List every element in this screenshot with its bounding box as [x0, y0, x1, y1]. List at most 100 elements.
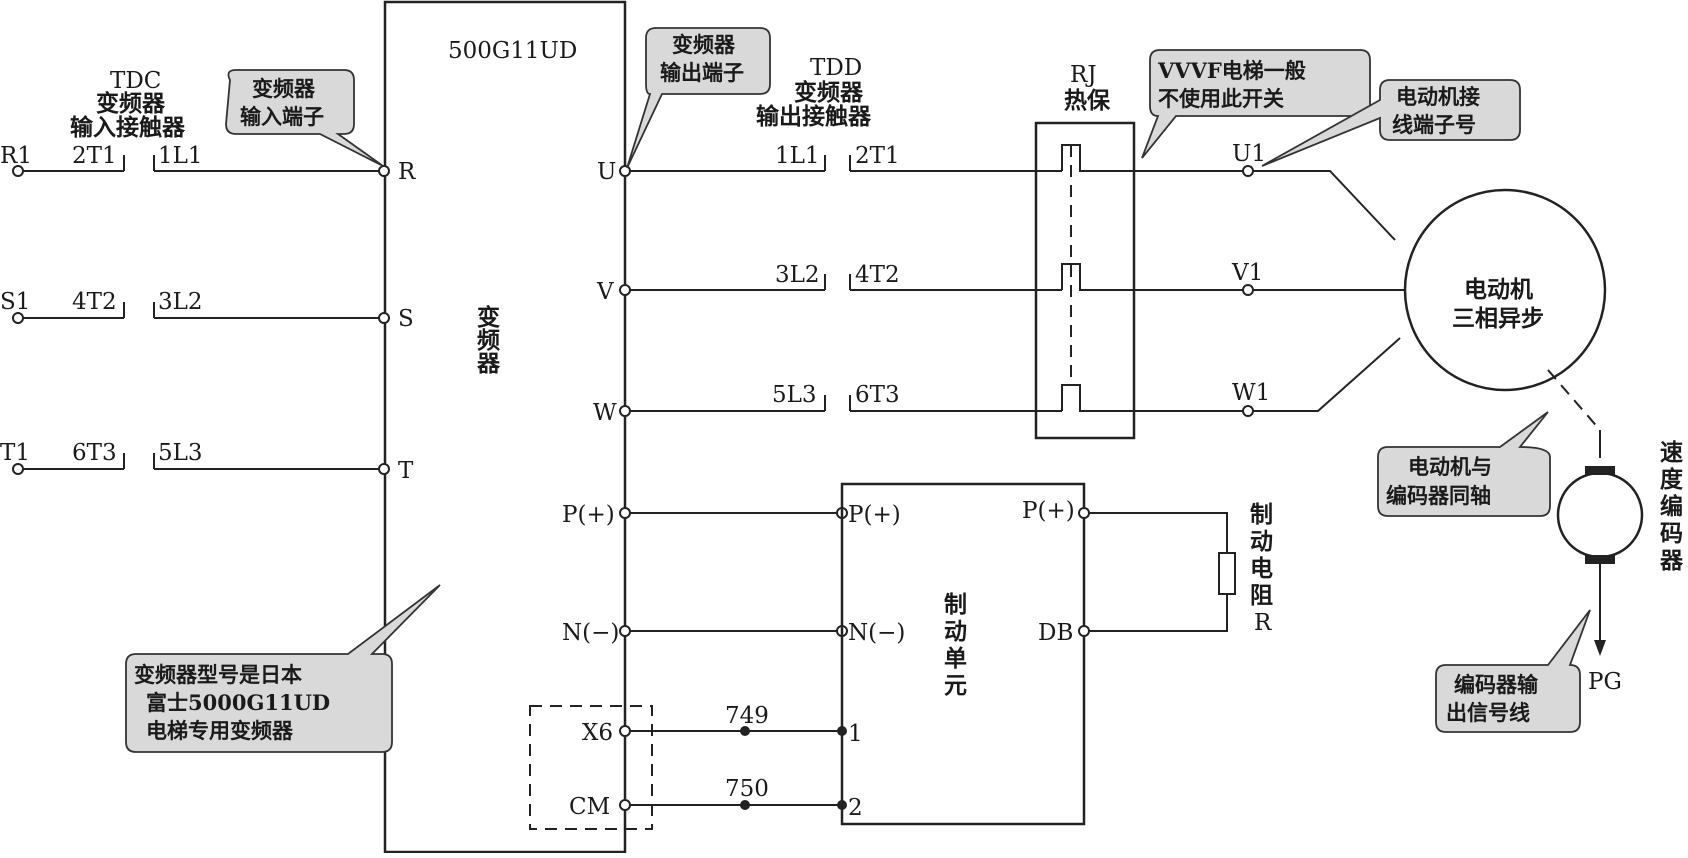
encoder-top-cap — [1585, 466, 1615, 475]
callout-motor-terminal: 电动机接 线端子号 — [1261, 79, 1521, 167]
terminal-w1 — [1242, 405, 1254, 417]
svg-text:元: 元 — [944, 672, 967, 699]
encoder-name: 速 度 编 码 器 — [1659, 439, 1684, 574]
brake-unit-out-p: P(+) — [1022, 498, 1075, 524]
brake-resistor — [1218, 552, 1236, 595]
brake-unit-in-2: 2 — [848, 795, 863, 821]
svg-text:度: 度 — [1660, 466, 1684, 493]
input-contactor-title-1: TDC — [110, 68, 161, 94]
input-source-t1: T1 — [0, 440, 30, 466]
motor-name-1: 电动机 — [1464, 276, 1533, 303]
output-contactor-title-2: 变频器 — [794, 79, 864, 106]
inverter-terminal-p: P(+) — [562, 502, 615, 528]
terminal-v1 — [1242, 284, 1254, 296]
svg-text:制: 制 — [1250, 501, 1273, 528]
output-contactor-v-left: 3L2 — [775, 262, 820, 288]
inverter-terminal-cm: CM — [569, 794, 610, 820]
svg-text:不使用此开关: 不使用此开关 — [1158, 86, 1284, 111]
encoder-output-label: PG — [1588, 669, 1622, 695]
input-contactor-r-right: 1L1 — [158, 143, 203, 169]
svg-text:变频器: 变频器 — [672, 32, 736, 57]
input-contactor-title-3: 输入接触器 — [70, 114, 186, 141]
encoder-circle — [1556, 471, 1644, 559]
terminal-u — [619, 165, 631, 177]
svg-text:变频器型号是日本: 变频器型号是日本 — [134, 662, 302, 687]
inverter-terminal-w: W — [593, 400, 617, 426]
callout-output-terminal: 变频器 输出端子 — [626, 27, 771, 169]
brake-resistor-circuit — [1078, 507, 1236, 637]
input-source-s1: S1 — [0, 289, 30, 315]
motor-circle — [1403, 188, 1607, 392]
motor-terminal-w1: W1 — [1232, 380, 1270, 406]
inverter-terminal-r: R — [398, 159, 416, 185]
svg-text:编: 编 — [1660, 493, 1683, 520]
svg-text:器: 器 — [1659, 547, 1684, 574]
terminal-r1 — [12, 165, 24, 177]
brake-resistor-name: 制 动 电 阻 R — [1250, 501, 1273, 636]
dc-bus-n-line — [619, 625, 848, 637]
terminal-u1 — [1242, 165, 1254, 177]
output-contactor-w-right: 6T3 — [855, 382, 900, 408]
output-contactor-u-left: 1L1 — [775, 143, 820, 169]
input-line-r — [12, 155, 390, 177]
terminal-s1 — [12, 312, 24, 324]
inverter-terminal-n: N(−) — [562, 620, 619, 646]
output-contactor-v-right: 4T2 — [855, 262, 900, 288]
svg-text:R: R — [1254, 610, 1272, 636]
input-line-t — [12, 453, 390, 475]
output-contactor-title-3: 输出接触器 — [756, 103, 872, 130]
input-contactor-s-left: 4T2 — [72, 289, 117, 315]
brake-unit-out-db: DB — [1038, 620, 1073, 646]
thermal-relay-title-1: RJ — [1070, 62, 1097, 88]
brake-unit-box — [840, 482, 1086, 826]
inverter-model-label: 500G11UD — [448, 38, 577, 64]
inverter-terminal-s: S — [398, 306, 414, 332]
svg-text:输入端子: 输入端子 — [240, 104, 324, 129]
svg-text:阻: 阻 — [1250, 582, 1273, 609]
motor-name-2: 三相异步 — [1452, 305, 1544, 332]
inverter-terminal-v: V — [596, 279, 614, 305]
svg-text:码: 码 — [1660, 520, 1683, 547]
output-contactor-u-right: 2T1 — [855, 143, 900, 169]
input-line-s — [12, 302, 390, 324]
brake-unit-in-1: 1 — [848, 721, 863, 747]
motor-terminal-v1: V1 — [1231, 260, 1263, 286]
svg-text:动: 动 — [944, 618, 967, 645]
svg-text:富士5000G11UD: 富士5000G11UD — [146, 690, 330, 715]
svg-text:动: 动 — [1250, 528, 1273, 555]
input-contactor-s-right: 3L2 — [158, 289, 203, 315]
svg-text:线端子号: 线端子号 — [1392, 112, 1476, 137]
wire-number-749: 749 — [725, 703, 769, 729]
svg-text:出信号线: 出信号线 — [1446, 700, 1530, 725]
brake-unit-name: 制 动 单 元 — [944, 591, 967, 699]
svg-text:电动机与: 电动机与 — [1408, 454, 1492, 479]
output-line-w — [619, 337, 1401, 417]
svg-text:电梯专用变频器: 电梯专用变频器 — [146, 718, 294, 743]
inverter-box — [383, 0, 627, 854]
terminal-r — [378, 165, 390, 177]
inverter-terminal-x6: X6 — [582, 720, 613, 746]
callout-encoder-signal: 编码器输 出信号线 — [1435, 609, 1591, 733]
dc-bus-p-line — [619, 507, 848, 519]
brake-unit-in-p: P(+) — [848, 502, 901, 528]
thermal-relay-box — [1034, 121, 1136, 440]
input-contactor-r-left: 2T1 — [72, 143, 117, 169]
output-contactor-title-1: TDD — [810, 55, 862, 81]
encoder-bottom-cap — [1585, 555, 1615, 564]
callout-vvvf-note: VVVF电梯一般 不使用此开关 — [1141, 49, 1371, 159]
svg-text:电动机接: 电动机接 — [1396, 84, 1480, 109]
wire-number-750: 750 — [725, 776, 769, 802]
motor-shaft-link — [1547, 369, 1601, 431]
svg-text:单: 单 — [944, 645, 967, 672]
thermal-relay-title-2: 热保 — [1064, 87, 1111, 114]
control-line-x6 — [619, 725, 847, 737]
callout-inverter-model: 变频器型号是日本 富士5000G11UD 电梯专用变频器 — [125, 584, 441, 753]
svg-text:编码器输: 编码器输 — [1454, 672, 1539, 697]
brake-unit-in-n: N(−) — [848, 620, 905, 646]
callout-input-terminal: 变频器 输入端子 — [225, 69, 384, 167]
callout-coaxial: 电动机与 编码器同轴 — [1377, 411, 1551, 517]
svg-text:速: 速 — [1660, 439, 1683, 466]
svg-text:制: 制 — [944, 591, 967, 618]
